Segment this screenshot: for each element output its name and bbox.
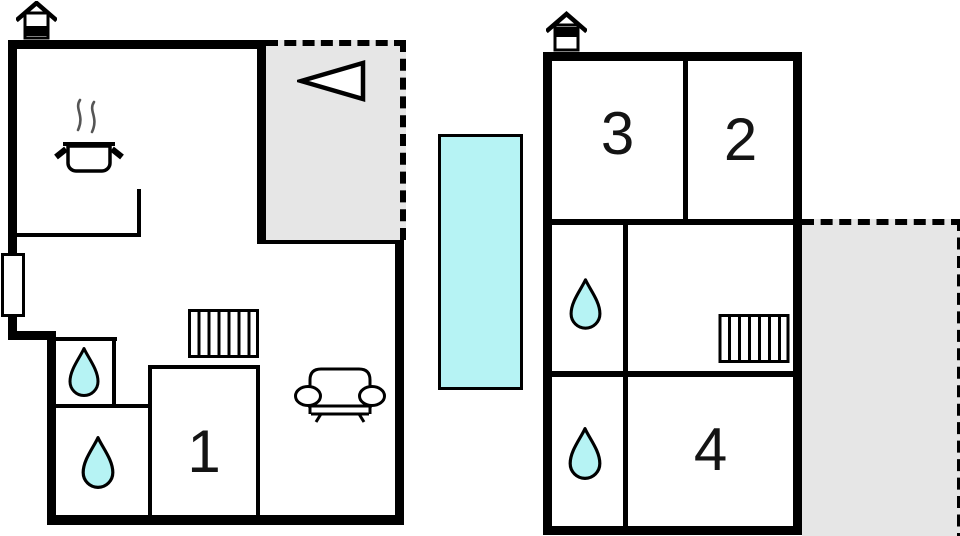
- wall: [543, 52, 552, 535]
- bathroom-wall: [52, 337, 117, 341]
- room-divider-wall: [552, 219, 793, 225]
- fireplace-icon: [546, 11, 587, 53]
- sofa-icon: [294, 365, 386, 423]
- fireplace-icon: [16, 1, 57, 41]
- room-4-label: 4: [693, 416, 728, 483]
- water-drop-icon: [567, 426, 603, 482]
- direction-arrow-icon: [297, 60, 367, 102]
- terrace-right: [802, 219, 960, 536]
- room1-wall: [256, 365, 260, 515]
- wall: [543, 526, 802, 535]
- wall: [8, 40, 265, 49]
- kitchen-wall: [137, 189, 141, 237]
- room-1-label: 1: [187, 418, 221, 485]
- room-3-label: 3: [600, 100, 635, 167]
- water-drop-icon: [80, 435, 116, 491]
- wall: [793, 52, 802, 535]
- water-drop-icon: [67, 346, 101, 399]
- entrance-window: [1, 253, 25, 317]
- room1-wall: [148, 365, 260, 369]
- pool: [438, 134, 523, 390]
- water-drop-icon: [568, 277, 603, 332]
- wall: [395, 234, 404, 525]
- room-2-label: 2: [723, 106, 758, 173]
- bathroom-wall: [112, 337, 116, 408]
- wall: [47, 331, 56, 525]
- wall: [47, 515, 404, 525]
- stairs-icon: [188, 309, 259, 358]
- stairs-icon: [717, 314, 791, 363]
- room1-wall: [148, 365, 152, 515]
- room-divider-wall: [552, 371, 793, 377]
- wall: [257, 40, 266, 244]
- cooker-icon: [54, 98, 124, 178]
- kitchen-wall: [14, 233, 139, 237]
- wall: [543, 52, 802, 61]
- wall: [8, 331, 56, 340]
- room-divider-wall: [683, 61, 688, 223]
- bathroom-wall: [52, 404, 152, 408]
- wall: [8, 40, 17, 340]
